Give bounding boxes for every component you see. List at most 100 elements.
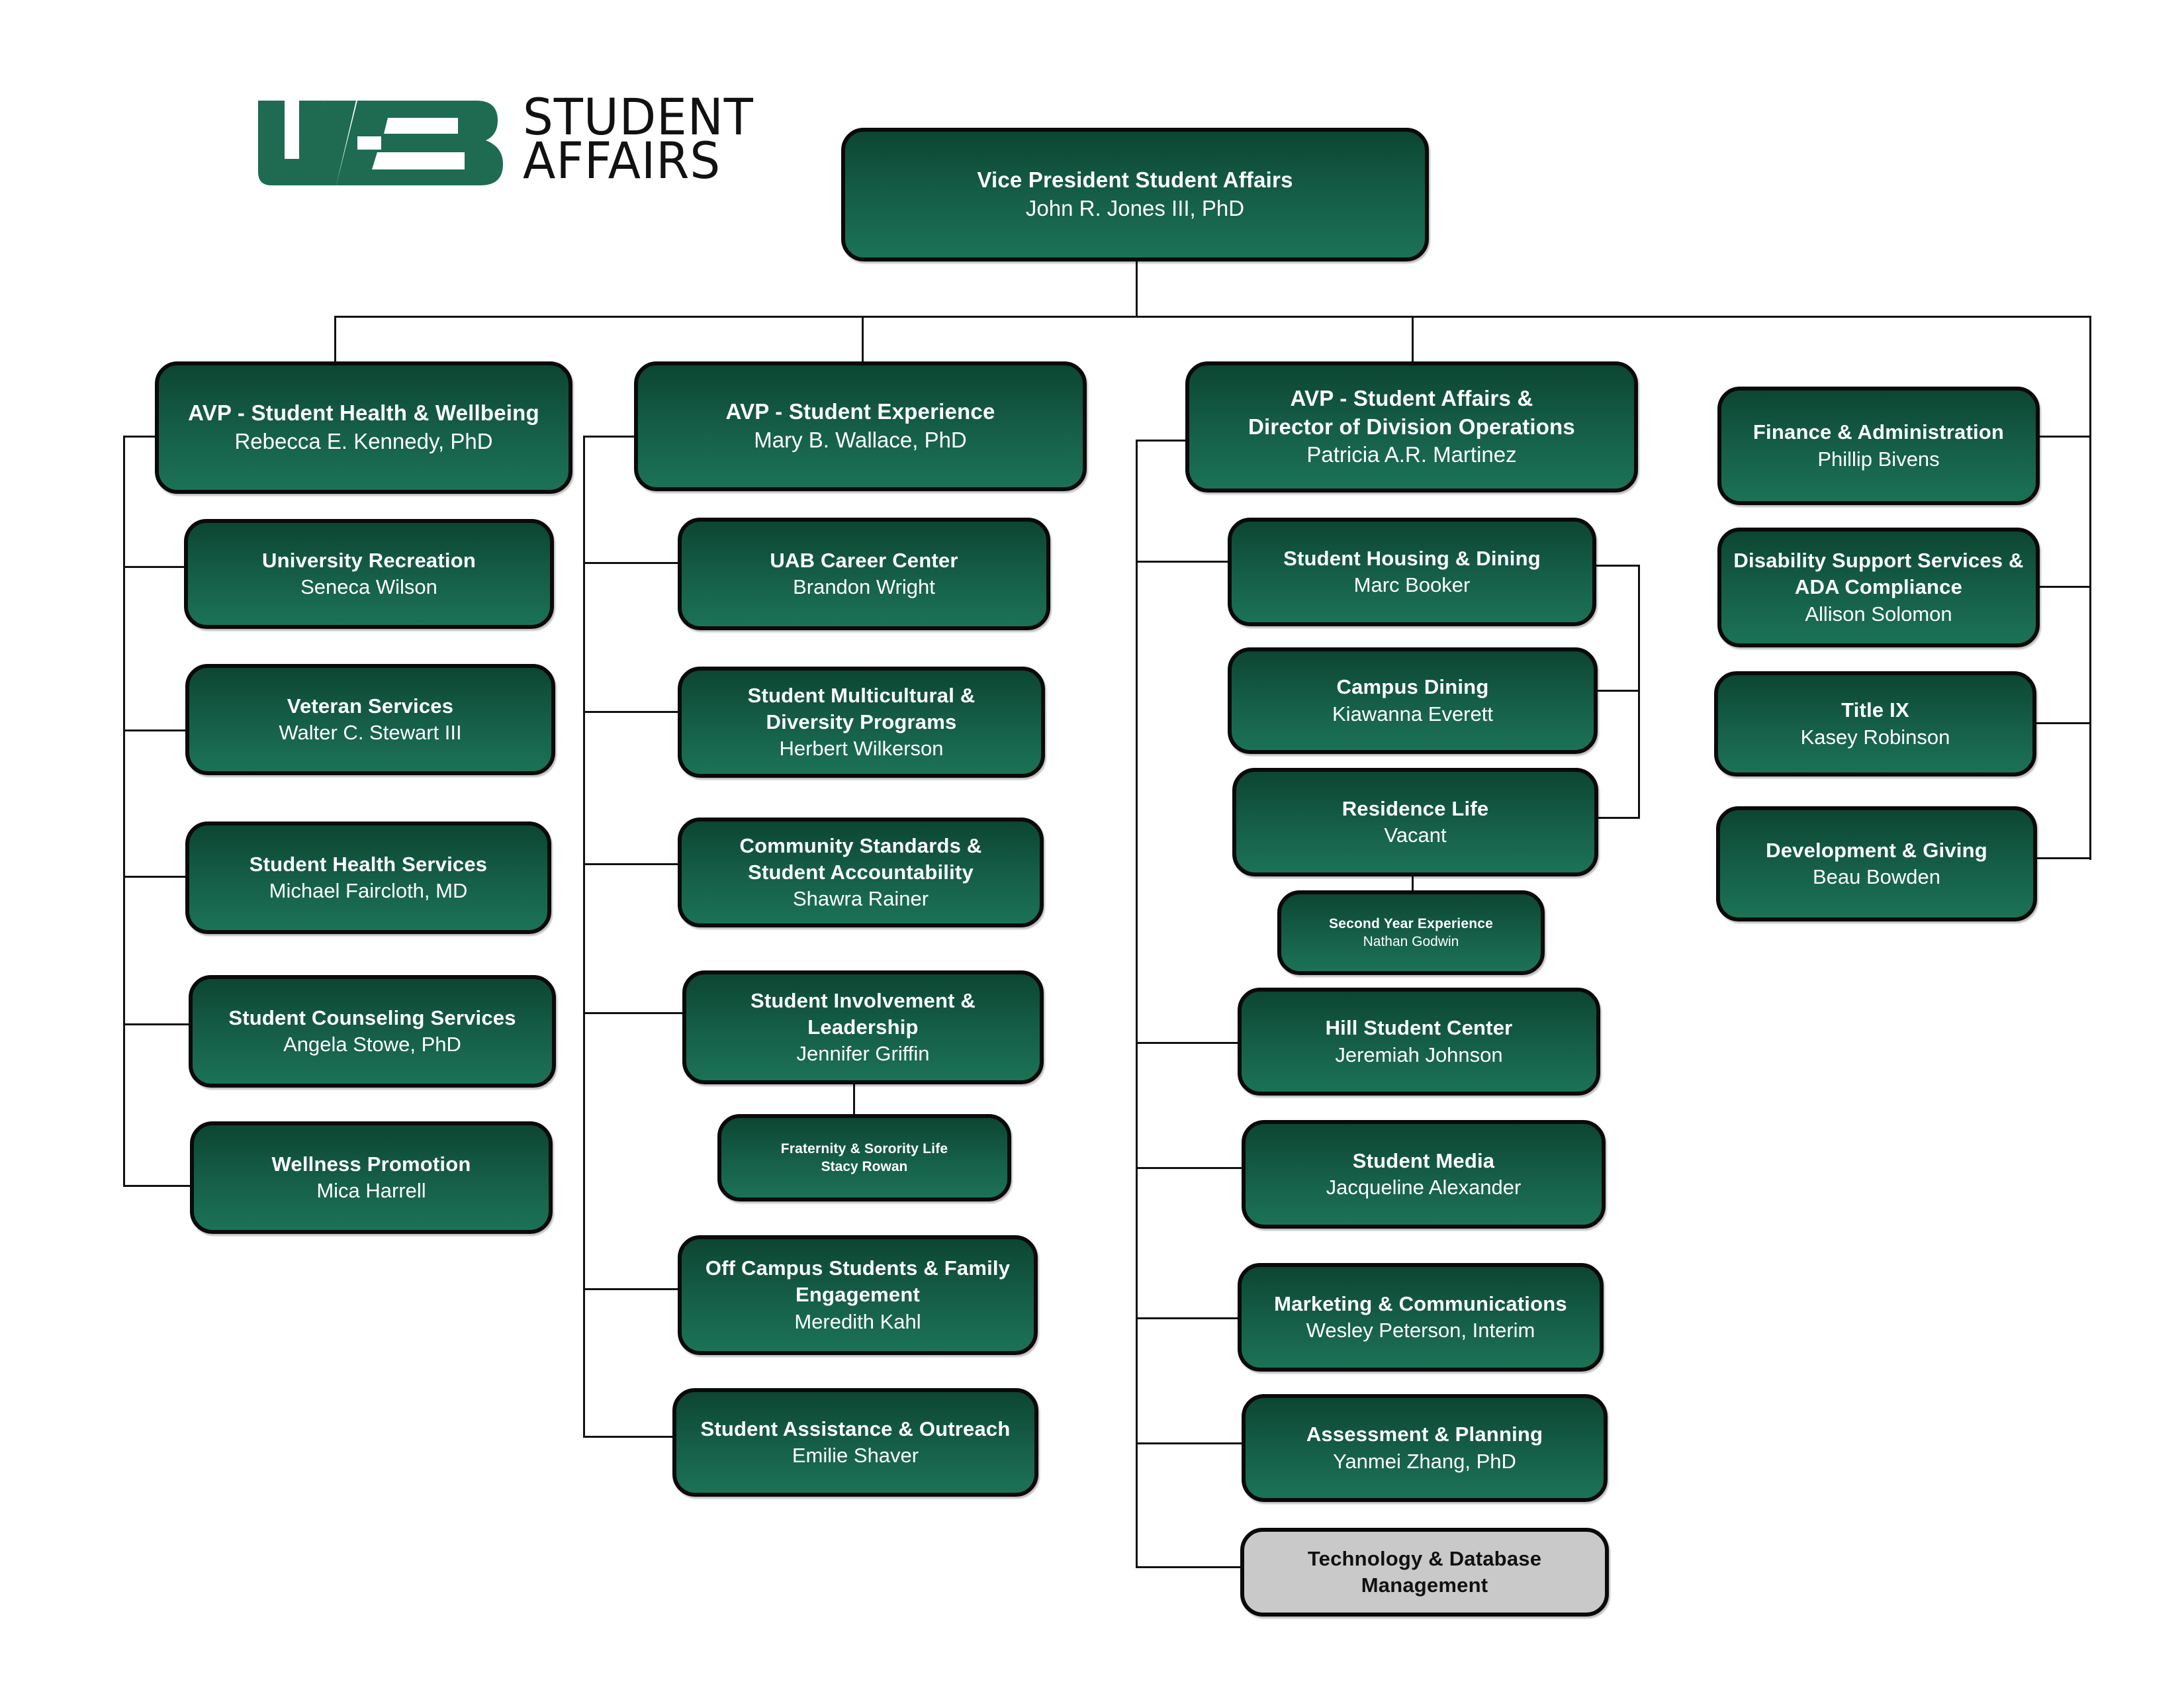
title-ix-box[interactable]: Title IX Kasey Robinson	[1714, 671, 2036, 776]
person-name: Meredith Kahl	[794, 1309, 921, 1333]
position-title: AVP - Student Experience	[725, 399, 995, 424]
connector-involvement-to-fraternity	[853, 1084, 855, 1115]
marketing-communications-box[interactable]: Marketing & Communications Wesley Peters…	[1238, 1263, 1604, 1372]
person-name: Herbert Wilkerson	[779, 737, 944, 761]
unit-title: Student Housing & Dining	[1283, 546, 1541, 570]
unit-title: Student Multicultural & Diversity Progra…	[747, 683, 976, 733]
person-name: Phillip Bivens	[1817, 447, 1940, 471]
unit-title: Off Campus Students & Family Engagement	[705, 1256, 1011, 1307]
unit-title: Wellness Promotion	[271, 1152, 471, 1176]
disability-support-ada-box[interactable]: Disability Support Services & ADA Compli…	[1717, 528, 2040, 647]
unit-title: Veteran Services	[287, 694, 454, 718]
unit-title: UAB Career Center	[770, 548, 958, 572]
avp-student-experience-box[interactable]: AVP - Student Experience Mary B. Wallace…	[634, 361, 1087, 491]
student-housing-dining-box[interactable]: Student Housing & Dining Marc Booker	[1228, 518, 1596, 626]
unit-title: Disability Support Services & ADA Compli…	[1733, 549, 2024, 599]
off-campus-students-family-box[interactable]: Off Campus Students & Family Engagement …	[678, 1235, 1038, 1355]
fraternity-sorority-life-box[interactable]: Fraternity & Sorority Life Stacy Rowan	[717, 1114, 1011, 1201]
person-name: Marc Booker	[1353, 573, 1471, 596]
hill-student-center-box[interactable]: Hill Student Center Jeremiah Johnson	[1238, 988, 1600, 1096]
connector-col4-unit	[2035, 722, 2091, 724]
person-name: Mary B. Wallace, PhD	[754, 428, 967, 452]
unit-title: Second Year Experience	[1329, 915, 1493, 931]
person-name: Kasey Robinson	[1800, 725, 1950, 749]
person-name: Beau Bowden	[1812, 865, 1941, 888]
connector-col4-spine	[2089, 316, 2091, 860]
connector-col3-drop	[1412, 316, 1414, 362]
person-name: Angela Stowe, PhD	[283, 1033, 461, 1056]
student-health-services-box[interactable]: Student Health Services Michael Fairclot…	[185, 821, 551, 934]
connector-col3-unit	[1136, 1566, 1242, 1568]
university-recreation-box[interactable]: University Recreation Seneca Wilson	[184, 519, 554, 629]
connector-housing-bracket-top	[1595, 565, 1640, 567]
connector-col2-unit	[583, 1288, 679, 1290]
person-name: Seneca Wilson	[300, 575, 437, 598]
unit-title: Assessment & Planning	[1306, 1423, 1543, 1446]
connector-top-bar	[334, 316, 2091, 318]
person-name: Rebecca E. Kennedy, PhD	[234, 429, 493, 453]
connector-col3-unit	[1136, 561, 1229, 563]
campus-dining-box[interactable]: Campus Dining Kiawanna Everett	[1228, 647, 1598, 754]
residence-life-box[interactable]: Residence Life Vacant	[1232, 768, 1598, 876]
person-name: Wesley Peterson, Interim	[1306, 1319, 1535, 1342]
connector-col1-unit	[123, 1185, 191, 1187]
student-involvement-leadership-box[interactable]: Student Involvement & Leadership Jennife…	[682, 970, 1044, 1084]
vp-student-affairs-box[interactable]: Vice President Student Affairs John R. J…	[841, 128, 1429, 261]
person-name: Kiawanna Everett	[1332, 702, 1493, 726]
second-year-experience-box[interactable]: Second Year Experience Nathan Godwin	[1277, 890, 1545, 975]
connector-housing-bracket-mid	[1596, 690, 1640, 692]
unit-title: Residence Life	[1342, 796, 1489, 820]
logo-word-affairs: AFFAIRS	[523, 131, 721, 190]
development-giving-box[interactable]: Development & Giving Beau Bowden	[1716, 806, 2037, 921]
connector-col1-unit	[123, 566, 185, 568]
avp-student-affairs-operations-box[interactable]: AVP - Student Affairs & Director of Divi…	[1185, 361, 1638, 492]
student-media-box[interactable]: Student Media Jacqueline Alexander	[1242, 1120, 1606, 1229]
unit-title: University Recreation	[262, 548, 476, 572]
person-name: Shawra Rainer	[792, 887, 929, 911]
person-name: Yanmei Zhang, PhD	[1333, 1449, 1516, 1473]
connector-col3-unit	[1136, 1167, 1243, 1169]
person-name: Jeremiah Johnson	[1335, 1043, 1503, 1066]
community-standards-box[interactable]: Community Standards & Student Accountabi…	[678, 818, 1044, 927]
connector-col1-unit	[123, 876, 187, 878]
connector-col3-spine	[1136, 440, 1138, 1568]
wellness-promotion-box[interactable]: Wellness Promotion Mica Harrell	[190, 1121, 553, 1234]
person-name: Stacy Rowan	[821, 1159, 908, 1174]
unit-title: Student Counseling Services	[228, 1006, 516, 1029]
unit-title: Marketing & Communications	[1274, 1291, 1567, 1315]
connector-col1-unit	[123, 729, 187, 731]
veteran-services-box[interactable]: Veteran Services Walter C. Stewart III	[185, 664, 555, 775]
person-name: Jacqueline Alexander	[1326, 1176, 1522, 1199]
uab-career-center-box[interactable]: UAB Career Center Brandon Wright	[678, 518, 1050, 630]
connector-col2-head	[583, 436, 635, 438]
position-title-line2: Director of Division Operations	[1248, 414, 1575, 439]
connector-col4-unit	[2036, 857, 2091, 859]
unit-title: Title IX	[1841, 698, 1909, 722]
connector-housing-bracket-bottom	[1597, 817, 1640, 819]
unit-title: Finance & Administration	[1752, 420, 2005, 444]
connector-col1-drop	[334, 316, 336, 362]
student-multicultural-diversity-box[interactable]: Student Multicultural & Diversity Progra…	[678, 667, 1045, 778]
unit-title: Technology & Database Management	[1307, 1546, 1542, 1597]
unit-title: Student Assistance & Outreach	[700, 1417, 1011, 1440]
technology-database-management-box[interactable]: Technology & Database Management	[1240, 1528, 1609, 1617]
connector-col2-unit	[583, 711, 679, 713]
student-assistance-outreach-box[interactable]: Student Assistance & Outreach Emilie Sha…	[672, 1388, 1038, 1497]
connector-col2-unit	[583, 863, 679, 865]
person-name: Nathan Godwin	[1363, 934, 1459, 949]
assessment-planning-box[interactable]: Assessment & Planning Yanmei Zhang, PhD	[1242, 1394, 1608, 1502]
connector-col3-unit	[1136, 1042, 1239, 1044]
connector-col2-drop	[862, 316, 864, 362]
person-name: Patricia A.R. Martinez	[1306, 442, 1517, 467]
position-title: AVP - Student Health & Wellbeing	[188, 400, 539, 426]
person-name: John R. Jones III, PhD	[1025, 196, 1245, 220]
avp-student-health-wellbeing-box[interactable]: AVP - Student Health & Wellbeing Rebecca…	[155, 361, 572, 494]
finance-administration-box[interactable]: Finance & Administration Phillip Bivens	[1717, 387, 2040, 505]
connector-col2-spine	[583, 436, 585, 1438]
unit-title: Development & Giving	[1766, 838, 1987, 862]
connector-col3-head	[1136, 440, 1187, 442]
connector-col3-unit	[1136, 1442, 1243, 1444]
uab-logo-mark-icon	[258, 101, 503, 185]
person-name: Brandon Wright	[793, 575, 935, 598]
student-counseling-services-box[interactable]: Student Counseling Services Angela Stowe…	[189, 975, 556, 1088]
